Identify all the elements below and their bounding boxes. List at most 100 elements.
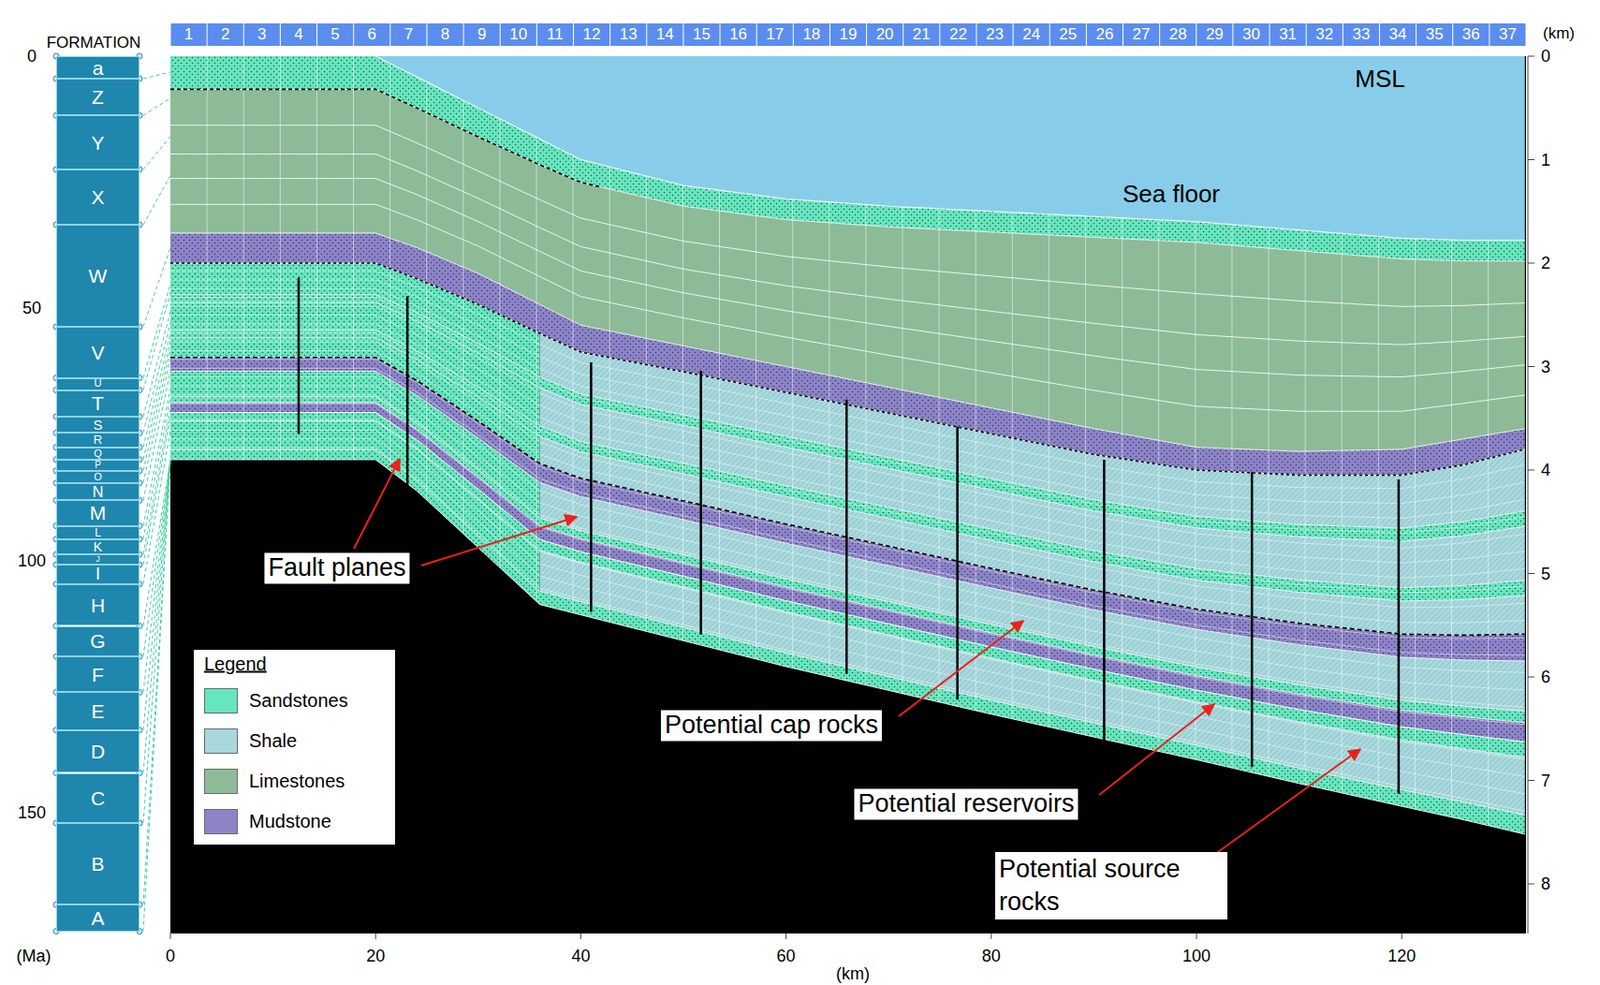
axis-tick [1196, 933, 1198, 940]
axis-tick [375, 933, 377, 940]
km-bar-divider [1086, 23, 1087, 46]
km-column-number: 36 [1462, 25, 1481, 45]
grid-line [828, 202, 830, 677]
formation-cell: R [56, 432, 140, 447]
axis-tick [990, 933, 992, 940]
grid-line [1085, 216, 1087, 735]
shale-layer [540, 550, 1526, 816]
km-column-number: 5 [330, 25, 339, 45]
correlation-line [143, 429, 171, 585]
formation-letter: M [89, 502, 107, 523]
formation-letter: a [92, 58, 104, 78]
axis-tick [1527, 263, 1535, 265]
formation-letter: O [93, 471, 103, 483]
grid-line [536, 137, 538, 602]
formation-letter: K [93, 540, 103, 554]
formation-cell: M [56, 499, 140, 526]
fault-line [589, 362, 593, 612]
km-bar-divider [1269, 23, 1271, 46]
km-column-number: 11 [546, 25, 564, 45]
grid-line [425, 81, 427, 500]
formation-cell: P [56, 459, 140, 471]
km-bar-divider [1159, 23, 1160, 46]
formation-letter: E [90, 701, 104, 721]
formation-letter: B [90, 853, 104, 874]
km-column-number: 23 [985, 25, 1004, 45]
fault-line [955, 426, 959, 701]
km-column-number: 30 [1242, 25, 1261, 45]
km-bar-divider [206, 23, 208, 46]
axis-tick [1527, 366, 1535, 367]
axis-tick [1527, 469, 1535, 471]
km-column-number: 27 [1132, 25, 1151, 45]
km-column-number: 6 [367, 25, 377, 45]
km-column-number: 9 [477, 25, 486, 45]
formation-letter: J [95, 555, 101, 564]
axis-tick-label: 3 [1541, 356, 1551, 377]
correlation-line [143, 72, 171, 79]
axis-unit: (Ma) [16, 946, 52, 967]
correlation-line [143, 397, 171, 540]
axis-tick [1527, 159, 1535, 161]
grid-line [499, 118, 500, 568]
legend-swatch [204, 728, 238, 754]
formation-letter: P [94, 460, 102, 470]
km-column-number: 13 [619, 25, 638, 45]
formation-cell: Y [56, 115, 140, 170]
km-column-number: 21 [912, 25, 931, 45]
axis-tick [170, 933, 172, 940]
axis-tick-label: 7 [1541, 770, 1551, 791]
grid-line [1012, 212, 1013, 720]
km-column-number: 26 [1095, 25, 1114, 45]
axis-tick-label: 80 [982, 946, 1001, 967]
formation-letter: I [95, 565, 101, 583]
formation-letter: R [93, 433, 103, 446]
grid-line [1305, 230, 1307, 785]
km-column-number: 12 [583, 25, 602, 45]
horizon-line [170, 153, 1526, 345]
grid-line [719, 190, 720, 650]
km-column-number: 15 [692, 25, 711, 45]
formation-cell: G [56, 626, 140, 658]
km-bar-divider [463, 23, 465, 46]
km-bar-divider [170, 23, 172, 46]
formation-cell: L [56, 526, 140, 540]
correlation-line [143, 459, 171, 905]
correlation-line [143, 459, 171, 692]
km-bar-divider [829, 23, 831, 46]
formation-letter: N [92, 484, 104, 500]
formation-letter: G [89, 631, 105, 651]
axis-tick-label: 8 [1541, 874, 1551, 895]
km-bar [170, 23, 1527, 46]
formation-letter: U [93, 378, 102, 389]
axis-tick-label: 5 [1541, 563, 1551, 584]
legend-text: Limestones [249, 770, 345, 793]
axis-tick-label: 100 [1182, 946, 1211, 967]
correlation-line [143, 175, 171, 225]
legend-swatch [204, 688, 238, 714]
sea-floor-line [375, 56, 1526, 241]
km-column-number: 19 [839, 25, 858, 45]
fault-line [699, 370, 703, 635]
axis-tick [1527, 572, 1535, 574]
section [170, 56, 1527, 934]
km-bar-divider [645, 23, 647, 46]
legend-swatch [204, 808, 238, 835]
km-column-number: 20 [876, 25, 895, 45]
km-bar-divider [609, 23, 611, 46]
legend-box [193, 649, 396, 845]
formation-letter: T [91, 393, 104, 413]
axis-tick-label: 60 [777, 946, 796, 967]
formation-letter: Q [93, 448, 103, 459]
grid-line [1378, 235, 1380, 801]
formation-cell: D [56, 730, 140, 774]
axis-tick-label: 150 [17, 803, 46, 823]
km-column-number: 4 [293, 25, 303, 45]
km-bar-divider [1526, 23, 1527, 46]
grid-line [792, 199, 793, 669]
formation-letter: Z [91, 87, 104, 107]
axis-tick-label: 120 [1387, 946, 1416, 967]
axes [53, 23, 1535, 940]
grid-line [279, 56, 281, 460]
km-column-number: 22 [949, 25, 968, 45]
